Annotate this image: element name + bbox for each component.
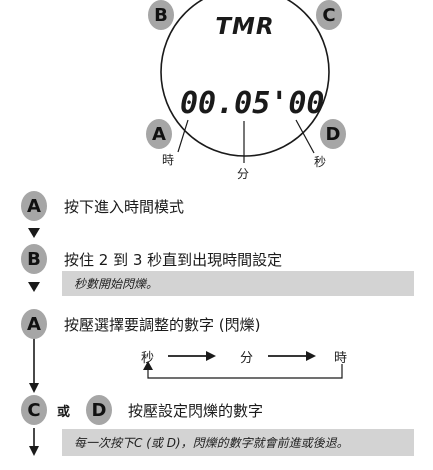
second-pointer-line [295,119,315,154]
flow-arrow-2 [28,282,40,292]
time-display: 00.05'00 [180,86,325,121]
cycle-label-minute: 分 [240,351,254,366]
step3-text: 按壓選擇要調整的數字 (閃爍) [64,316,261,334]
step1-badge: A [21,191,47,221]
cycle-arrow-2-head [306,351,316,361]
hour-label: 時 [162,153,175,167]
cycle-label-second: 秒 [141,351,155,366]
minute-label: 分 [237,167,250,181]
step4-badge-c: C [21,395,47,425]
button-c-badge: C [316,0,342,30]
step2-badge: B [21,244,47,274]
cycle-loop-head [143,361,153,370]
cycle-label-hour: 時 [334,351,348,366]
flow-arrow-4-head [29,446,39,456]
step3-badge: A [21,309,47,339]
step4-joiner: 或 [57,405,71,420]
button-b-badge: B [148,0,174,30]
step4-badge-d: D [86,395,112,425]
flow-arrow-1 [28,228,40,238]
cycle-loop-line [147,364,343,379]
step4-note: 每一次按下C (或 D)，閃爍的數字就會前進或後退。 [62,429,414,456]
step2-note: 秒數開始閃爍。 [62,271,414,296]
cycle-arrow-1-head [206,351,216,361]
button-a-badge: A [146,119,172,149]
mode-display: TMR [215,14,275,40]
watch-face [160,0,330,157]
button-d-badge: D [320,119,346,149]
watch-diagram [160,0,330,163]
second-label: 秒 [314,155,327,169]
flow-arrow-3-head [29,383,39,393]
step1-text: 按下進入時間模式 [64,198,185,216]
step2-text: 按住 2 到 3 秒直到出現時間設定 [64,251,283,269]
step4-text: 按壓設定閃爍的數字 [128,402,264,420]
hour-pointer-line [177,119,189,153]
